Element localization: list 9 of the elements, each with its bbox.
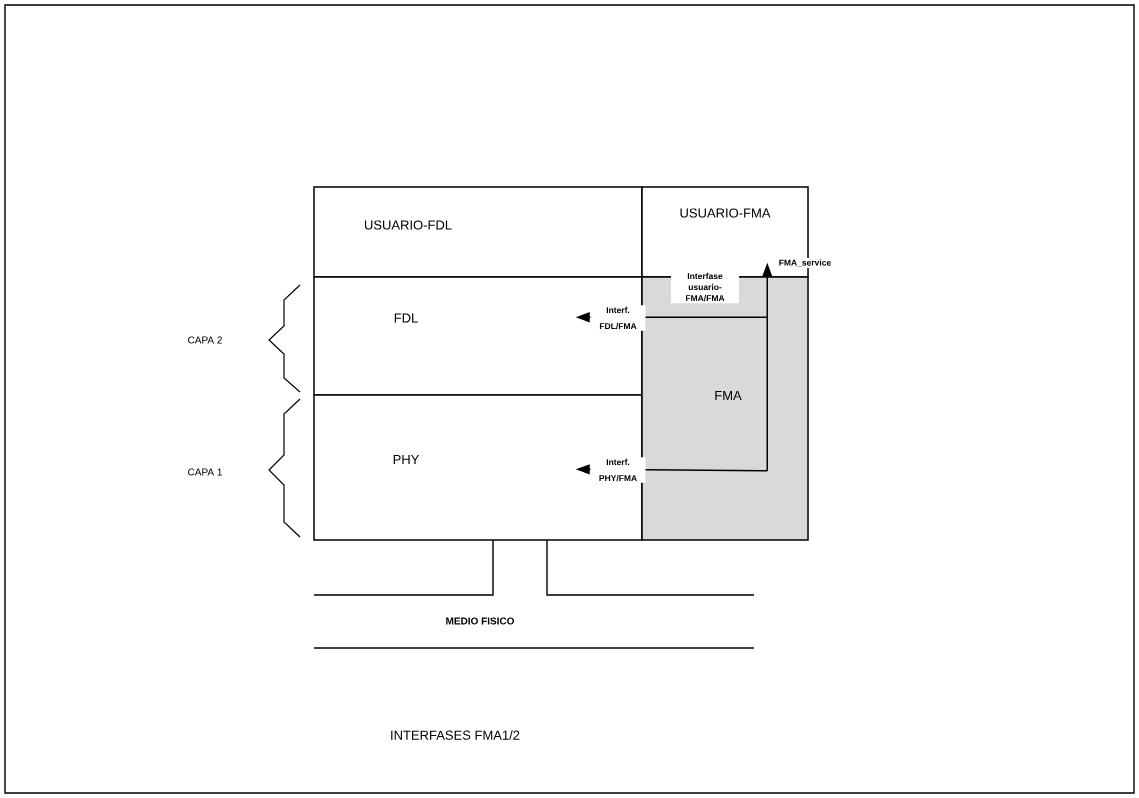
layer-label: CAPA 1 [188,468,222,476]
edge-label: Interf. FDL/FMA [590,305,646,331]
caption: INTERFASES FMA1/2 [391,730,520,740]
edge-label: FMA_service [777,257,833,269]
interface-label: Interfase usuario-FMA/FMA [671,270,739,304]
medium-label: MEDIO FISICO [446,617,515,625]
layer-label: CAPA 2 [188,336,222,344]
edge-label: Interf. PHY/FMA [590,457,646,483]
layer-box: USUARIO-FDL [313,186,643,278]
